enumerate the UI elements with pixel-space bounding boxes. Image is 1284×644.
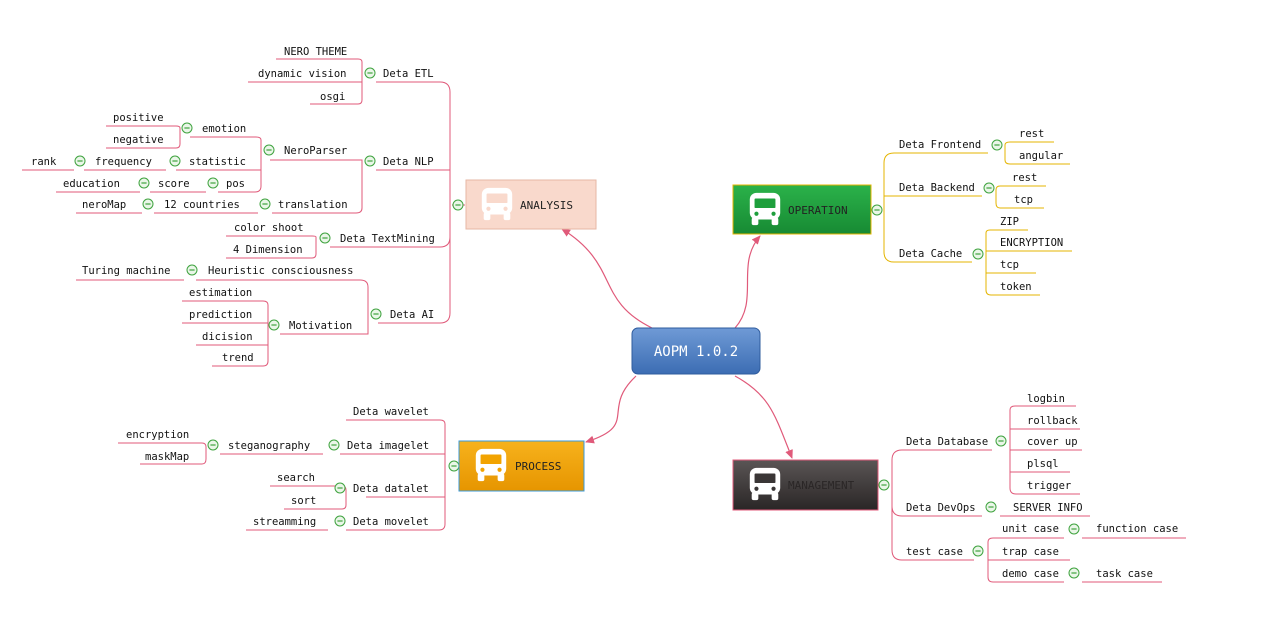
label-deta-backend[interactable]: Deta Backend (899, 182, 975, 194)
label-encryption[interactable]: ENCRYPTION (1000, 237, 1063, 249)
node-analysis-label: ANALYSIS (520, 199, 573, 212)
process-labels: Deta wavelet Deta imagelet steganography… (126, 406, 429, 528)
management-labels: Deta Database logbin rollback cover up p… (906, 393, 1178, 580)
label-dynamic-vision[interactable]: dynamic vision (258, 68, 347, 80)
label-translation[interactable]: translation (278, 199, 348, 211)
label-deta-movelet[interactable]: Deta movelet (353, 516, 429, 528)
label-motivation[interactable]: Motivation (289, 320, 352, 332)
label-rank[interactable]: rank (31, 156, 57, 168)
label-deta-frontend[interactable]: Deta Frontend (899, 139, 981, 151)
label-nero-theme[interactable]: NERO THEME (284, 46, 347, 58)
label-streamming[interactable]: streamming (253, 516, 316, 528)
label-frontend-rest[interactable]: rest (1019, 128, 1044, 140)
label-deta-wavelet[interactable]: Deta wavelet (353, 406, 429, 418)
label-turing[interactable]: Turing machine (82, 265, 171, 277)
label-neromap[interactable]: neroMap (82, 199, 126, 211)
label-test-case[interactable]: test case (906, 546, 963, 558)
link-analysis (561, 228, 653, 329)
label-4-dimension[interactable]: 4 Dimension (233, 244, 303, 256)
label-server-info[interactable]: SERVER INFO (1013, 502, 1083, 514)
node-management[interactable]: MANAGEMENT (732, 459, 879, 511)
operation-labels: Deta Frontend rest angular Deta Backend … (899, 128, 1063, 293)
label-search[interactable]: search (277, 472, 315, 484)
label-neroparser[interactable]: NeroParser (284, 145, 347, 157)
label-logbin[interactable]: logbin (1027, 393, 1065, 405)
label-deta-nlp[interactable]: Deta NLP (383, 156, 434, 168)
label-education[interactable]: education (63, 178, 120, 190)
label-zip[interactable]: ZIP (1000, 216, 1019, 228)
label-sort[interactable]: sort (291, 495, 316, 507)
label-osgi[interactable]: osgi (320, 91, 345, 103)
link-operation (734, 235, 761, 329)
node-operation-label: OPERATION (788, 204, 848, 217)
label-trigger[interactable]: trigger (1027, 480, 1071, 492)
label-backend-tcp[interactable]: tcp (1014, 194, 1033, 206)
label-deta-devops[interactable]: Deta DevOps (906, 502, 976, 514)
label-rollback[interactable]: rollback (1027, 415, 1078, 427)
label-encryption-lower[interactable]: encryption (126, 429, 189, 441)
central-title: AOPM 1.0.2 (654, 344, 738, 360)
label-positive[interactable]: positive (113, 112, 164, 124)
label-trap-case[interactable]: trap case (1002, 546, 1059, 558)
label-cache-tcp[interactable]: tcp (1000, 259, 1019, 271)
label-emotion[interactable]: emotion (202, 123, 246, 135)
link-management (734, 375, 793, 459)
operation-lines (871, 141, 1072, 296)
node-process[interactable]: PROCESS (458, 440, 585, 492)
label-frequency[interactable]: frequency (95, 156, 152, 168)
label-steganography[interactable]: steganography (228, 440, 310, 452)
label-score[interactable]: score (158, 178, 190, 190)
label-negative[interactable]: negative (113, 134, 164, 146)
label-deta-database[interactable]: Deta Database (906, 436, 988, 448)
label-deta-cache[interactable]: Deta Cache (899, 248, 962, 260)
label-statistic[interactable]: statistic (189, 156, 246, 168)
label-task-case[interactable]: task case (1096, 568, 1153, 580)
label-demo-case[interactable]: demo case (1002, 568, 1059, 580)
label-deta-imagelet[interactable]: Deta imagelet (347, 440, 429, 452)
label-color-shoot[interactable]: color shoot (234, 222, 304, 234)
label-deta-ai[interactable]: Deta AI (390, 309, 434, 321)
label-deta-etl[interactable]: Deta ETL (383, 68, 434, 80)
label-token[interactable]: token (1000, 281, 1032, 293)
label-dicision[interactable]: dicision (202, 331, 253, 343)
central-node[interactable]: AOPM 1.0.2 (631, 327, 761, 375)
label-deta-datalet[interactable]: Deta datalet (353, 483, 429, 495)
label-backend-rest[interactable]: rest (1012, 172, 1037, 184)
label-heuristic[interactable]: Heuristic consciousness (208, 265, 353, 277)
label-function-case[interactable]: function case (1096, 523, 1178, 535)
label-unit-case[interactable]: unit case (1002, 523, 1059, 535)
label-plsql[interactable]: plsql (1027, 458, 1059, 470)
node-management-label: MANAGEMENT (788, 479, 855, 492)
node-operation[interactable]: OPERATION (732, 184, 872, 235)
main-connectors (561, 228, 793, 459)
node-analysis[interactable]: ANALYSIS (465, 179, 597, 230)
label-trend[interactable]: trend (222, 352, 254, 364)
label-maskmap[interactable]: maskMap (145, 451, 189, 463)
label-deta-textmining[interactable]: Deta TextMining (340, 233, 435, 245)
label-angular[interactable]: angular (1019, 150, 1063, 162)
link-process (585, 375, 637, 444)
analysis-labels: Deta ETL NERO THEME dynamic vision osgi … (31, 46, 435, 364)
label-prediction[interactable]: prediction (189, 309, 252, 321)
label-cover-up[interactable]: cover up (1027, 436, 1078, 448)
label-estimation[interactable]: estimation (189, 287, 252, 299)
label-pos[interactable]: pos (226, 178, 245, 190)
node-process-label: PROCESS (515, 460, 561, 473)
label-12-countries[interactable]: 12 countries (164, 199, 240, 211)
